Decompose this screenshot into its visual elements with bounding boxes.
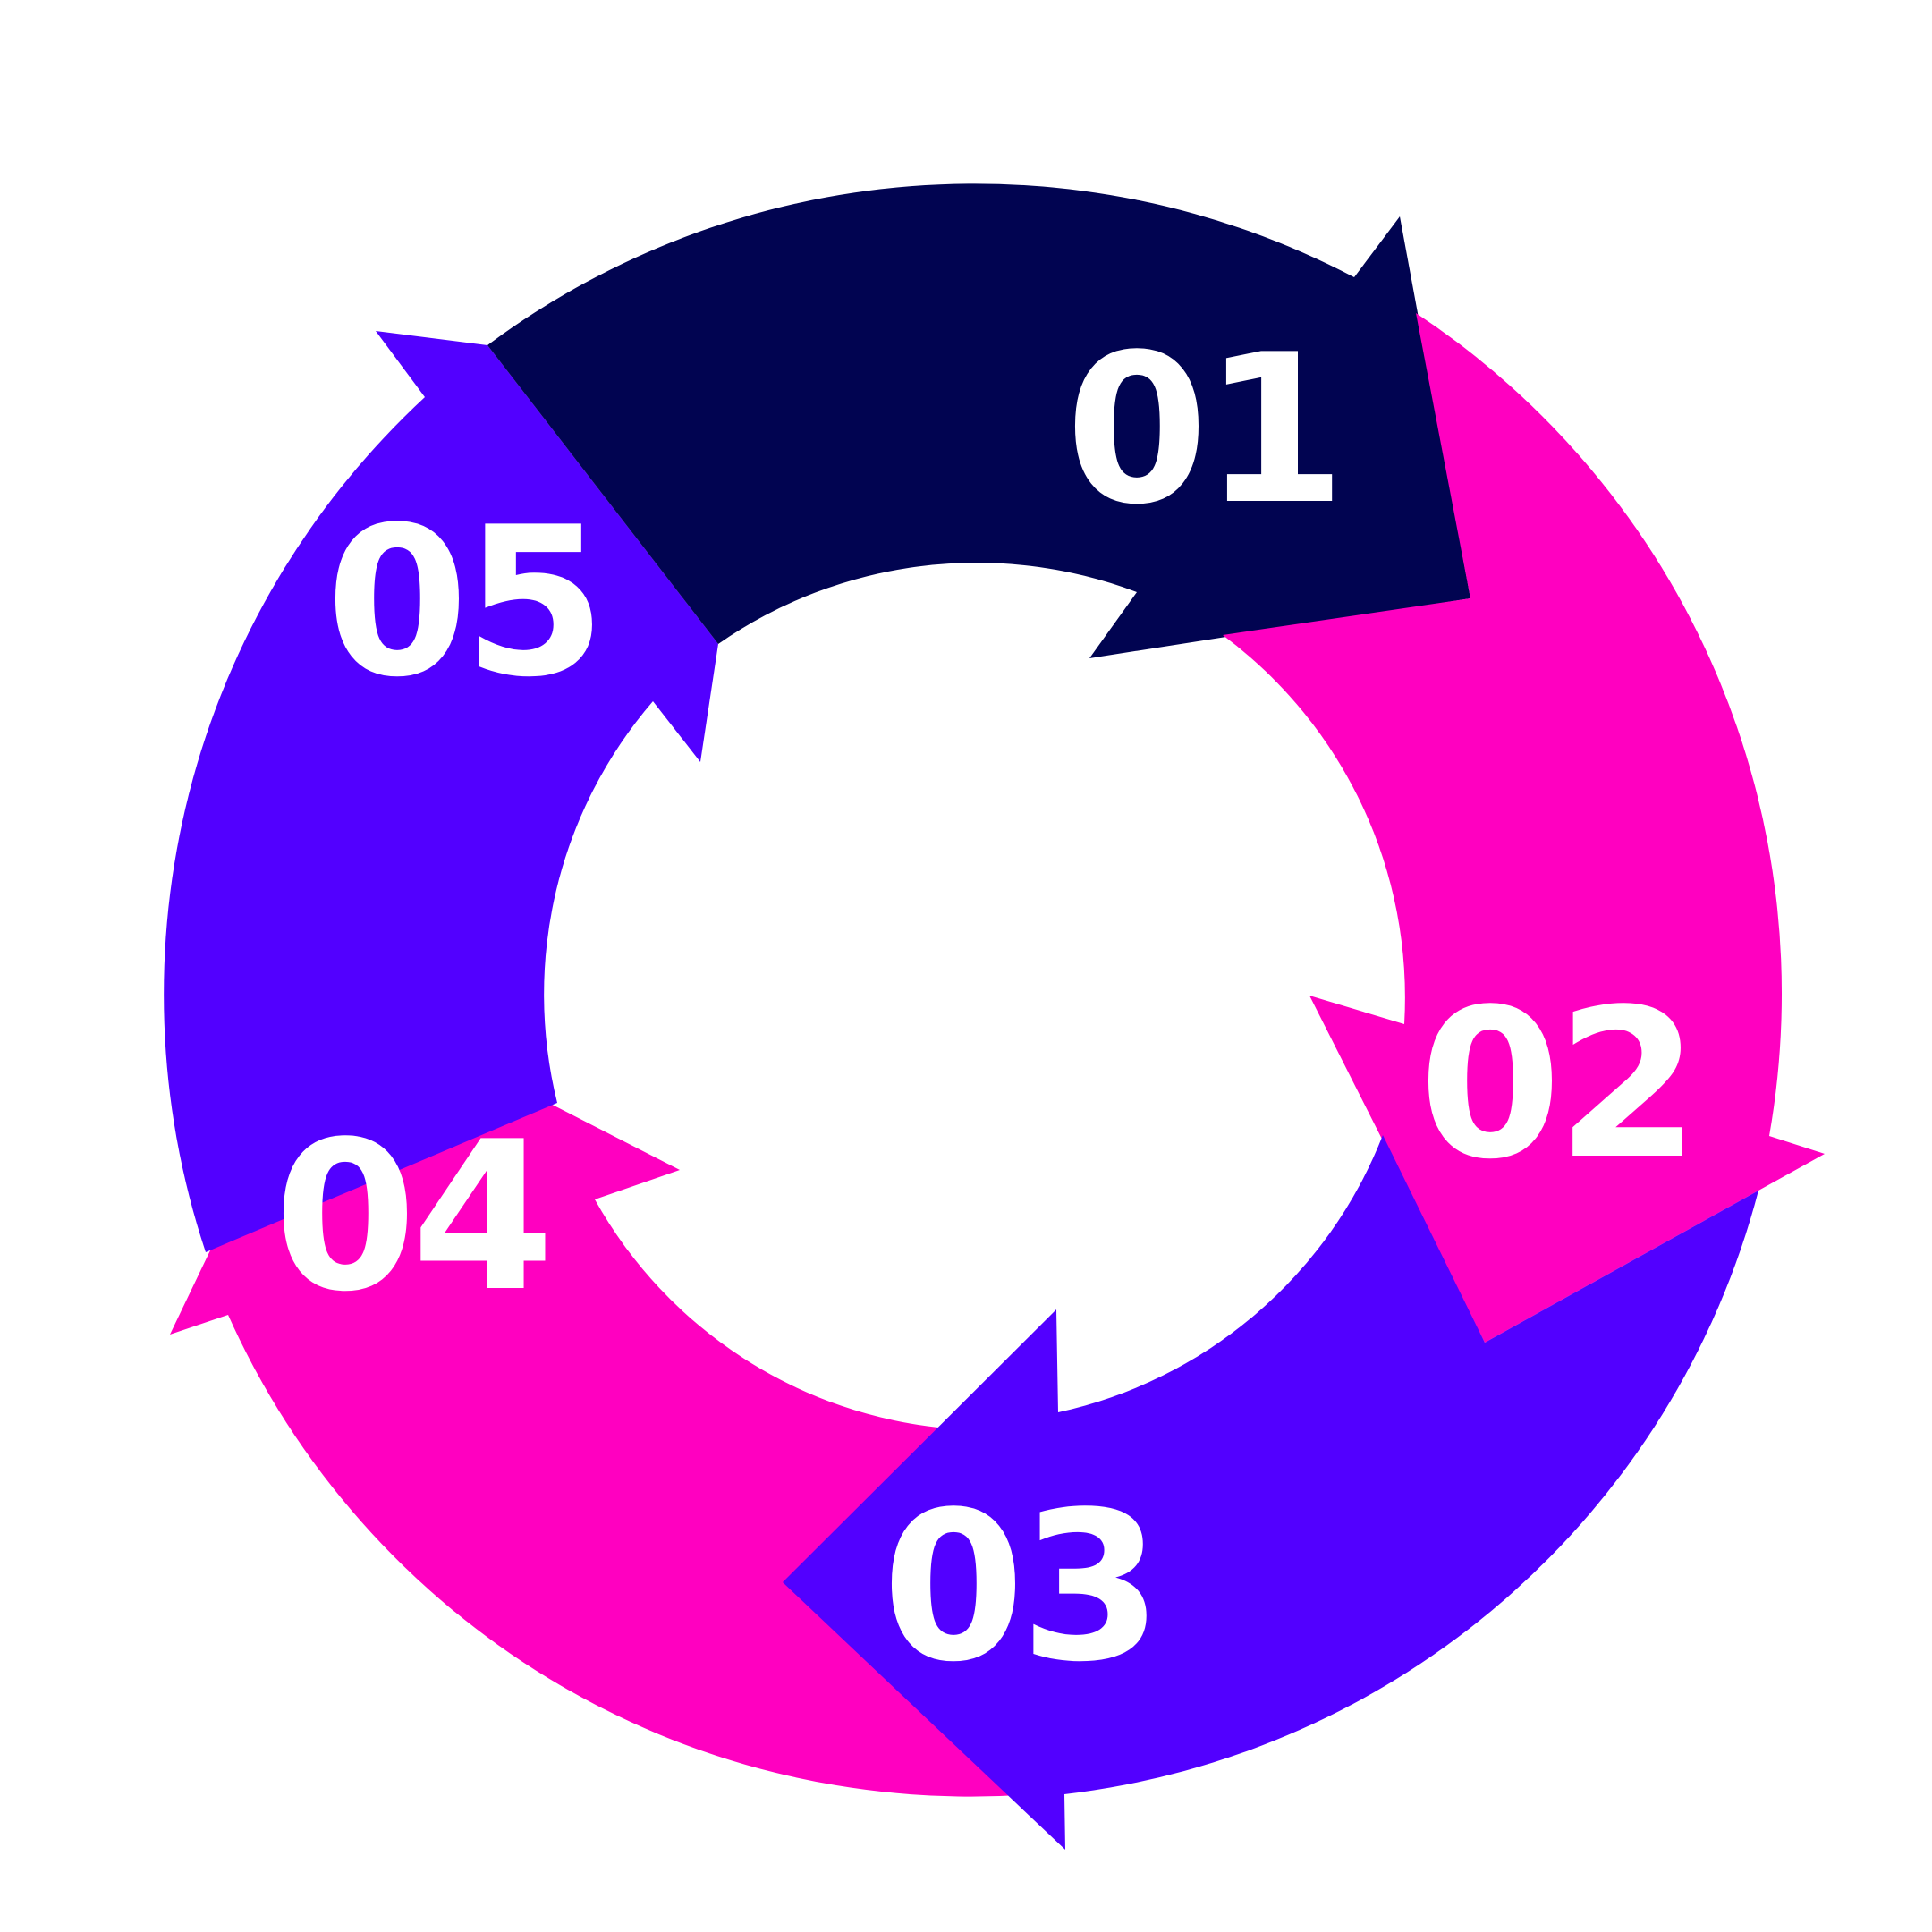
step-label-05: 05 [326,484,601,723]
step-label-01: 01 [1065,311,1341,550]
step-label-02: 02 [1419,966,1694,1205]
step-label-04: 04 [274,1098,549,1337]
cycle-arrow-03 [783,1135,1758,1850]
step-label-03: 03 [882,1469,1157,1707]
cycle-arrow-02 [1223,313,1825,1343]
cycle-arrow-01 [487,183,1470,658]
cycle-arrow-05 [164,331,718,1252]
